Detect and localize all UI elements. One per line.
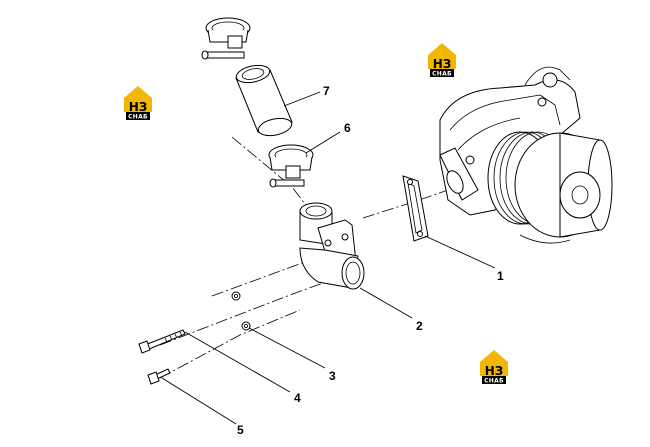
gasket-part-1 — [402, 175, 429, 242]
watermark-logo: НЗ СНАБ — [124, 86, 152, 121]
hose-part-7 — [235, 64, 293, 137]
callout-labels: 1 2 3 4 5 6 7 — [237, 84, 504, 437]
elbow-housing-part-2 — [299, 202, 365, 290]
short-bolt-part-5 — [147, 368, 171, 385]
watermark-logo: НЗ СНАБ — [428, 43, 456, 78]
hose-clamp-top — [201, 17, 251, 60]
logo-text-top: НЗ — [433, 57, 452, 71]
logo-text-bottom: СНАБ — [128, 114, 148, 121]
callout-3: 3 — [329, 369, 336, 383]
callout-5: 5 — [237, 423, 244, 437]
callout-1: 1 — [497, 269, 504, 283]
callout-2: 2 — [416, 319, 423, 333]
leader-lines — [161, 91, 496, 425]
washers-part-3 — [231, 291, 251, 331]
callout-7: 7 — [323, 84, 330, 98]
watermark-logo: НЗ СНАБ — [480, 350, 508, 385]
water-pump-assembly — [439, 66, 613, 244]
callout-6: 6 — [344, 121, 351, 135]
logo-text-top: НЗ — [129, 100, 148, 114]
logo-text-bottom: СНАБ — [484, 378, 504, 385]
hose-clamp-part-6 — [268, 144, 314, 188]
callout-4: 4 — [294, 391, 301, 405]
logo-text-bottom: СНАБ — [432, 71, 452, 78]
logo-text-top: НЗ — [485, 364, 504, 378]
long-bolt-part-4 — [138, 329, 186, 354]
